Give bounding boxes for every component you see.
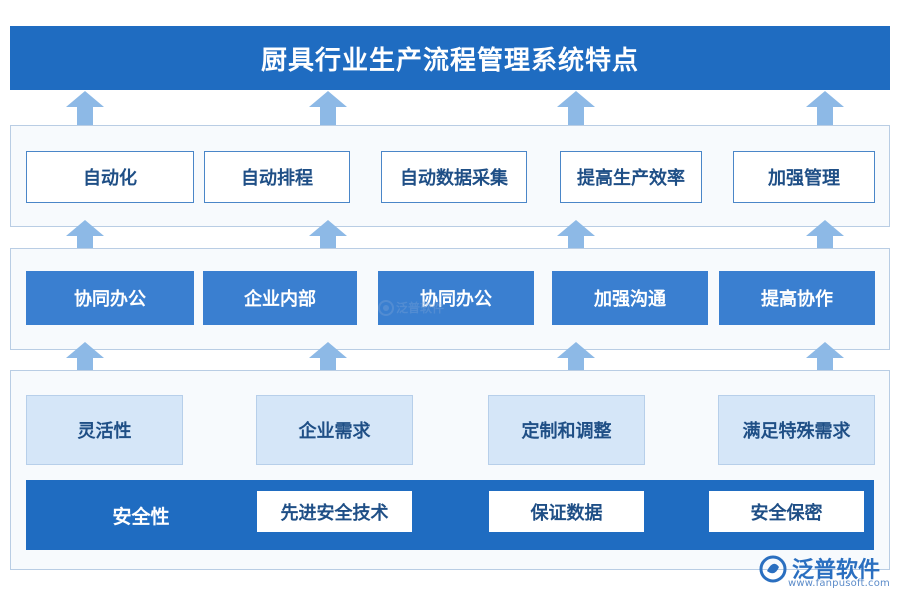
brand-mark-icon	[759, 555, 787, 583]
feature-box: 自动化	[26, 151, 194, 203]
feature-box: 自动排程	[204, 151, 350, 203]
up-arrow-icon	[66, 342, 104, 376]
up-arrow-icon	[557, 220, 595, 254]
feature-box: 定制和调整	[488, 395, 645, 465]
up-arrow-icon	[806, 220, 844, 254]
security-item: 保证数据	[488, 490, 645, 533]
security-item: 先进安全技术	[256, 490, 413, 533]
feature-box: 加强管理	[733, 151, 875, 203]
feature-box: 灵活性	[26, 395, 183, 465]
diagram-title: 厨具行业生产流程管理系统特点	[10, 26, 890, 90]
feature-box: 加强沟通	[552, 271, 708, 325]
security-item: 安全保密	[708, 490, 865, 533]
up-arrow-icon	[309, 91, 347, 125]
up-arrow-icon	[66, 220, 104, 254]
up-arrow-icon	[309, 342, 347, 376]
feature-box: 满足特殊需求	[718, 395, 875, 465]
brand-url: www.fanpusoft.com	[788, 578, 890, 589]
feature-box: 提高协作	[719, 271, 875, 325]
up-arrow-icon	[309, 220, 347, 254]
feature-box: 提高生产效率	[560, 151, 702, 203]
up-arrow-icon	[557, 91, 595, 125]
up-arrow-icon	[806, 342, 844, 376]
brand-logo: 泛普软件 www.fanpusoft.com	[758, 552, 890, 592]
feature-box: 自动数据采集	[381, 151, 527, 203]
brand-name: 泛普软件	[792, 558, 881, 583]
feature-box: 协同办公	[26, 271, 194, 325]
up-arrow-icon	[806, 91, 844, 125]
feature-box: 协同办公	[378, 271, 534, 325]
up-arrow-icon	[557, 342, 595, 376]
watermark-text: 泛普软件	[396, 301, 445, 315]
security-label: 安全性	[112, 505, 170, 528]
watermark-logo: 泛普软件	[378, 298, 448, 320]
feature-box: 企业需求	[256, 395, 413, 465]
feature-box: 企业内部	[203, 271, 357, 325]
up-arrow-icon	[66, 91, 104, 125]
